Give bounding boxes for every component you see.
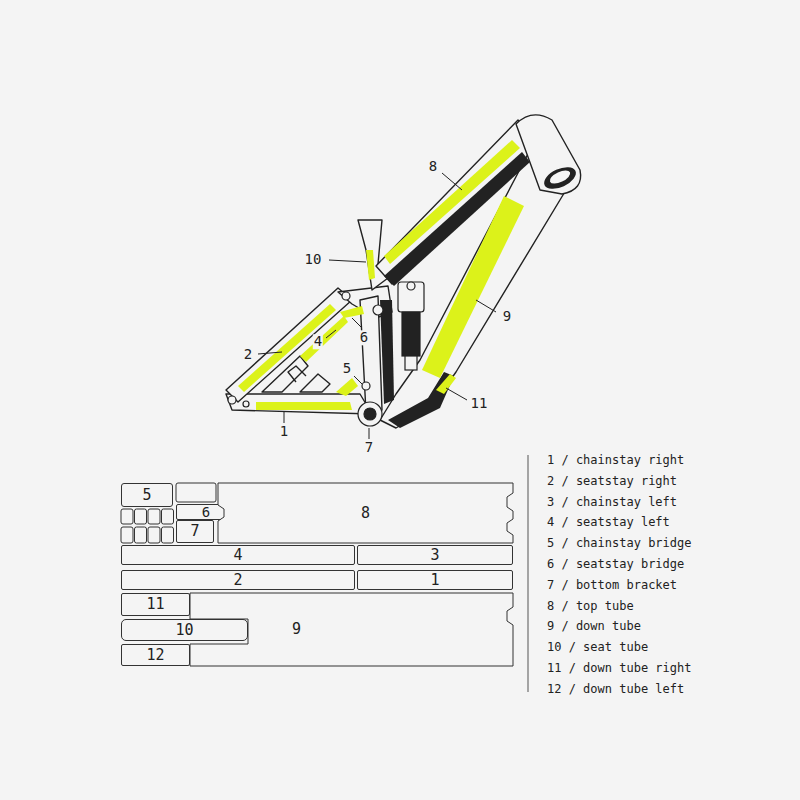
- bottom-bracket: [358, 402, 382, 426]
- blank-piece: [135, 509, 147, 524]
- shock-reservoir: [398, 282, 424, 312]
- blank-piece: [148, 527, 160, 543]
- bottom-bracket-bore: [364, 408, 376, 420]
- template-piece: 10: [121, 619, 248, 641]
- piece-number: 5: [142, 488, 151, 503]
- callout-number: 7: [364, 440, 374, 455]
- leader-line: [369, 428, 370, 439]
- template-piece: 7: [176, 520, 214, 543]
- blank-piece: [121, 509, 133, 524]
- dropout-pivot: [243, 401, 249, 407]
- key-entry: 5 / chainstay bridge: [547, 538, 692, 551]
- blank-piece: [121, 527, 133, 543]
- piece-number: 2: [233, 573, 242, 588]
- template-piece: 11: [121, 593, 190, 616]
- stay-detail: [288, 366, 306, 382]
- template-piece: 2: [121, 570, 355, 590]
- callout-number: 6: [359, 330, 369, 345]
- down-tube-guard: [388, 372, 454, 428]
- blank-piece: [162, 509, 174, 524]
- down-tube-stripe: [422, 196, 524, 378]
- key-entry: 9 / down tube: [547, 621, 641, 634]
- piece-number: 10: [175, 623, 193, 638]
- leader-line: [258, 352, 282, 354]
- key-entry: 11 / down tube right: [547, 662, 692, 675]
- shock-body: [402, 312, 420, 356]
- pivot: [373, 305, 383, 315]
- piece-number: 9: [292, 622, 301, 637]
- shock-eyelet: [407, 282, 415, 290]
- blank-piece: [176, 483, 216, 502]
- head-tube-opening: [548, 168, 572, 186]
- template-piece: 1: [357, 570, 513, 590]
- down-tube-right-stripe: [436, 374, 456, 394]
- chainstay-bridge-stripe: [336, 378, 358, 396]
- piece-outline: [190, 593, 513, 666]
- template-piece: 12: [121, 644, 190, 666]
- callout-number: 11: [470, 396, 489, 411]
- dropout-pivot: [228, 396, 236, 404]
- key-entry: 4 / seatstay left: [547, 517, 670, 530]
- head-tube-opening: [541, 163, 579, 194]
- key-entry: 10 / seat tube: [547, 642, 648, 655]
- pivot: [362, 382, 370, 390]
- chainstay: [226, 394, 372, 414]
- callout-number: 5: [342, 361, 352, 376]
- callout-number: 4: [313, 334, 323, 349]
- shock-shaft: [405, 356, 417, 370]
- template-piece: 9: [190, 593, 513, 666]
- down-tube: [380, 150, 566, 428]
- seatstay-left-stripe: [300, 316, 348, 362]
- leader-line: [284, 411, 285, 423]
- seat-tube-stripe: [366, 250, 375, 280]
- piece-number: 12: [146, 648, 164, 663]
- leader-line: [354, 376, 362, 384]
- blank-piece: [162, 527, 174, 543]
- seat-tube-shadow: [380, 300, 394, 404]
- piece-number: 11: [146, 597, 164, 612]
- leader-line: [446, 388, 467, 400]
- piece-outline: [218, 483, 513, 543]
- piece-number: 4: [233, 548, 242, 563]
- piece-number: 7: [190, 524, 199, 539]
- key-entry: 3 / chainstay left: [547, 496, 677, 509]
- chainstay-right-stripe: [256, 402, 352, 410]
- template-piece: 4: [121, 545, 355, 565]
- leader-line: [329, 260, 366, 262]
- key-entry: 7 / bottom bracket: [547, 579, 677, 592]
- key-entry: 1 / chainstay right: [547, 454, 684, 467]
- key-entry: 8 / top tube: [547, 600, 634, 613]
- blank-piece: [148, 509, 160, 524]
- piece-number: 6: [202, 505, 210, 519]
- divider-line: [528, 455, 529, 692]
- template-piece: 8: [218, 483, 513, 543]
- key-entry: 6 / seatstay bridge: [547, 558, 684, 571]
- piece-number: 1: [430, 573, 439, 588]
- callout-number: 2: [243, 347, 253, 362]
- leader-line: [476, 300, 496, 312]
- leader-line: [326, 330, 336, 338]
- seat-tube: [358, 220, 388, 290]
- leader-line: [442, 173, 462, 190]
- callout-number: 9: [502, 309, 512, 324]
- head-tube: [516, 115, 581, 194]
- callout-number: 8: [428, 159, 438, 174]
- piece-outline: [190, 593, 513, 666]
- blank-piece: [135, 527, 147, 543]
- piece-number: 3: [430, 548, 439, 563]
- callout-number: 10: [304, 252, 323, 267]
- piece-number: 8: [361, 506, 370, 521]
- key-entry: 12 / down tube left: [547, 683, 684, 696]
- stay-cutout: [300, 374, 330, 392]
- template-piece: 3: [357, 545, 513, 565]
- seatstay: [226, 288, 352, 402]
- seatstay-right-stripe: [238, 304, 336, 392]
- template-piece: 5: [121, 483, 173, 507]
- pivot: [342, 292, 350, 300]
- key-entry: 2 / seatstay right: [547, 475, 677, 488]
- seatstay-bridge-stripe: [340, 306, 364, 318]
- callout-number: 1: [279, 424, 289, 439]
- leader-line: [352, 318, 362, 328]
